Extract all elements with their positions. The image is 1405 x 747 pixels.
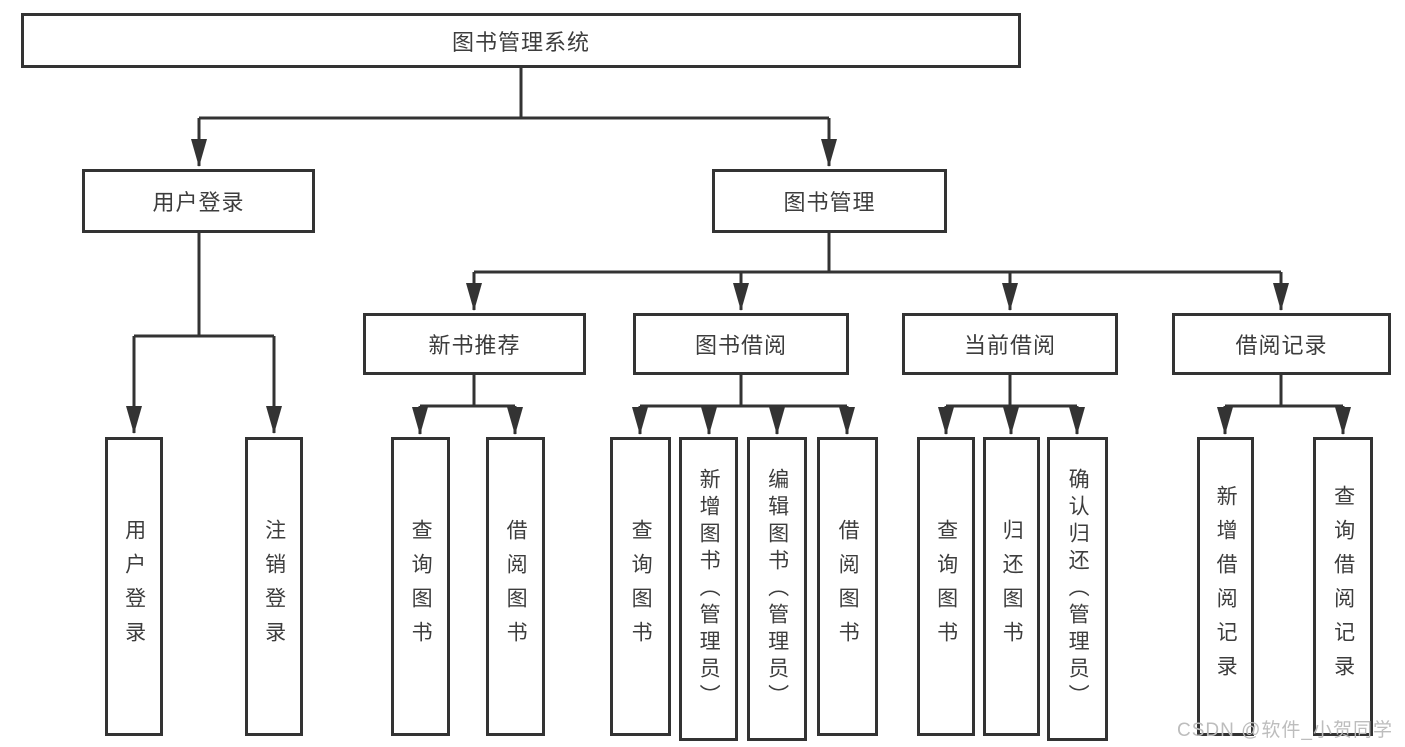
leaf-borrow-books-label: 借阅图书 <box>836 518 860 655</box>
leaf-logout: 注销登录 <box>245 437 303 736</box>
wire-book-borrow <box>632 375 855 435</box>
leaf-borrow-books-recommend-label: 借阅图书 <box>504 518 528 655</box>
node-book-management: 图书管理 <box>712 169 947 233</box>
leaf-query-books-recommend-label: 查询图书 <box>409 518 433 655</box>
leaf-query-borrow-record-label: 查询借阅记录 <box>1331 484 1355 689</box>
leaf-borrow-books: 借阅图书 <box>817 437 878 736</box>
wire-new-book-recommend <box>412 375 523 435</box>
wire-current-borrow <box>938 375 1085 435</box>
node-book-borrow-label: 图书借阅 <box>694 333 787 358</box>
leaf-query-books-recommend: 查询图书 <box>391 437 450 736</box>
node-book-management-label: 图书管理 <box>783 190 876 215</box>
leaf-add-borrow-record: 新增借阅记录 <box>1197 437 1254 736</box>
node-user-login: 用户登录 <box>82 169 315 233</box>
wire-root <box>191 68 837 167</box>
node-current-borrow: 当前借阅 <box>902 313 1118 375</box>
leaf-user-login: 用户登录 <box>105 437 163 736</box>
leaf-confirm-return-admin: 确认归还（管理员） <box>1047 437 1108 741</box>
leaf-query-borrow-record: 查询借阅记录 <box>1313 437 1373 736</box>
leaf-query-books-borrow-label: 查询图书 <box>629 518 653 655</box>
leaf-edit-books-admin-label: 编辑图书（管理员） <box>765 467 789 711</box>
leaf-confirm-return-admin-label: 确认归还（管理员） <box>1066 467 1090 711</box>
node-library-system-label: 图书管理系统 <box>451 29 590 55</box>
leaf-query-books-borrow: 查询图书 <box>610 437 671 736</box>
leaf-edit-books-admin: 编辑图书（管理员） <box>747 437 807 741</box>
leaf-user-login-label: 用户登录 <box>122 518 146 655</box>
leaf-borrow-books-recommend: 借阅图书 <box>486 437 545 736</box>
node-borrow-records-label: 借阅记录 <box>1235 333 1328 358</box>
leaf-add-borrow-record-label: 新增借阅记录 <box>1214 484 1238 689</box>
leaf-add-books-admin: 新增图书（管理员） <box>679 437 738 741</box>
wire-borrow-records <box>1217 375 1351 435</box>
node-new-book-recommend: 新书推荐 <box>363 313 586 375</box>
node-book-borrow: 图书借阅 <box>633 313 849 375</box>
node-borrow-records: 借阅记录 <box>1172 313 1391 375</box>
leaf-return-books: 归还图书 <box>983 437 1040 736</box>
node-new-book-recommend-label: 新书推荐 <box>428 333 521 358</box>
watermark: CSDN @软件_小贺同学 <box>1177 720 1393 741</box>
leaf-add-books-admin-label: 新增图书（管理员） <box>697 467 721 711</box>
leaf-query-books-current-label: 查询图书 <box>934 518 958 655</box>
node-user-login-label: 用户登录 <box>152 190 245 215</box>
leaf-query-books-current: 查询图书 <box>917 437 975 736</box>
leaf-logout-label: 注销登录 <box>262 518 286 655</box>
node-current-borrow-label: 当前借阅 <box>963 333 1056 358</box>
node-library-system: 图书管理系统 <box>21 13 1021 68</box>
leaf-return-books-label: 归还图书 <box>1000 518 1024 655</box>
wire-book-management <box>466 233 1289 311</box>
wire-user-login <box>126 233 282 434</box>
